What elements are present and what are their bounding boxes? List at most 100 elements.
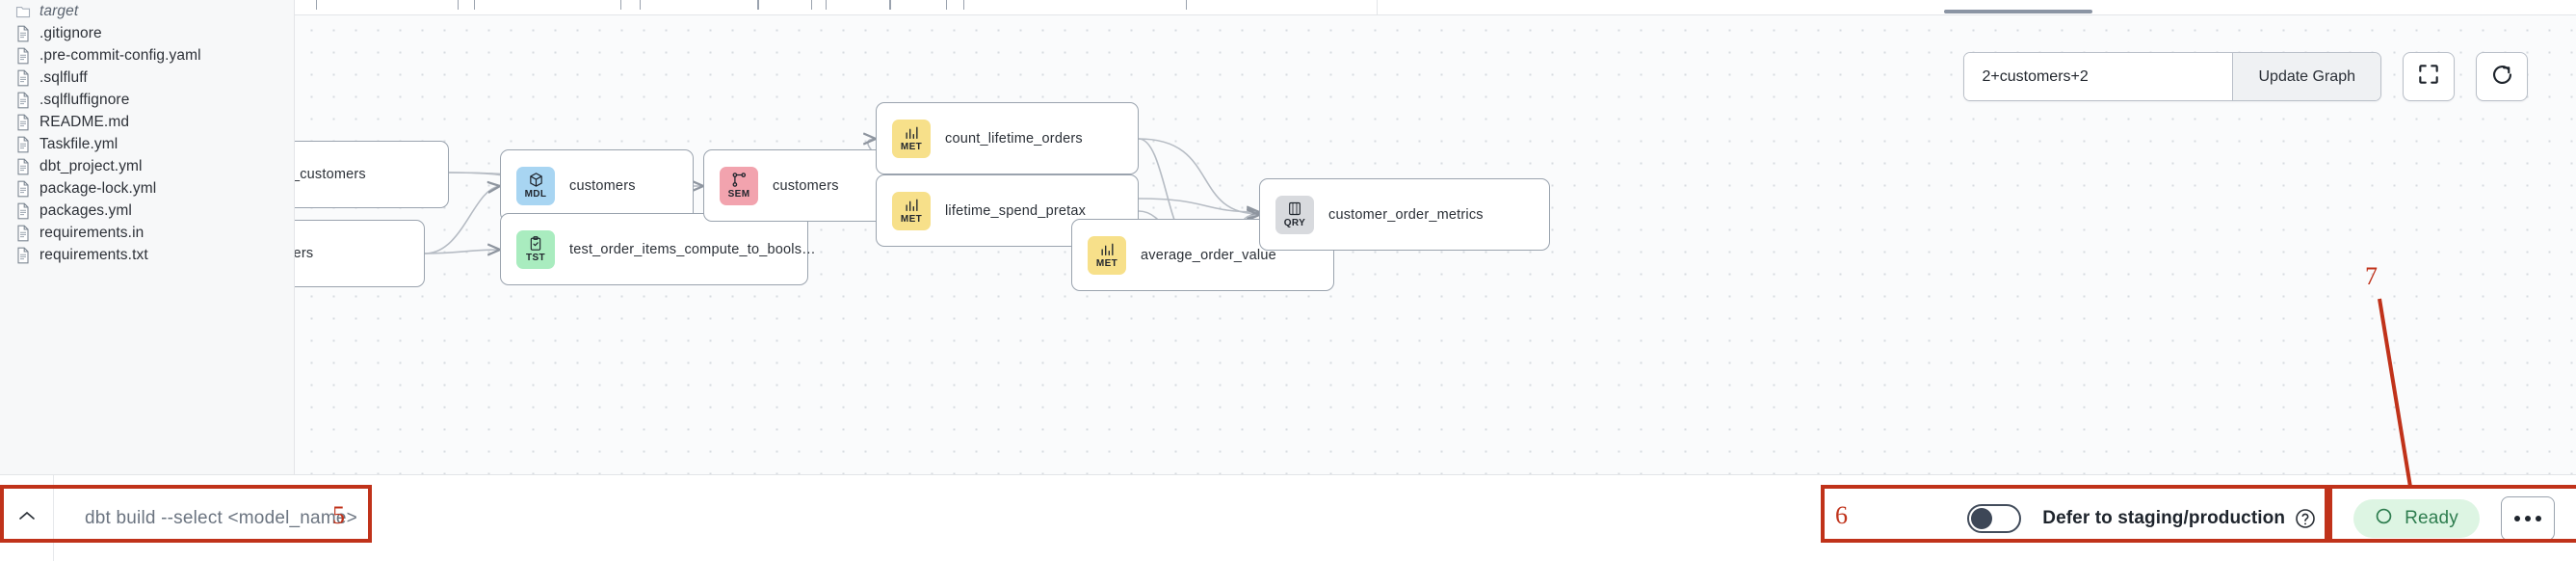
cube-icon xyxy=(528,172,544,188)
status-badge-label: Ready xyxy=(2405,507,2458,528)
file-row[interactable]: .gitignore xyxy=(0,22,294,44)
node-type-label: MET xyxy=(1095,257,1118,269)
node-label: count_lifetime_orders xyxy=(945,130,1083,147)
file-icon xyxy=(15,25,31,42)
file-name: requirements.in xyxy=(39,224,145,241)
graph-toolbar: Update Graph xyxy=(1963,52,2528,101)
graph-node[interactable]: QRY customer_order_metrics xyxy=(1259,178,1550,251)
file-icon xyxy=(15,247,31,264)
node-type-label: QRY xyxy=(1283,218,1306,228)
editor-tab-strip[interactable] xyxy=(295,0,2576,15)
node-type-label: TST xyxy=(525,253,546,263)
defer-toggle-label: Defer to staging/production xyxy=(2042,507,2286,528)
tab-stub[interactable] xyxy=(474,0,621,10)
command-collapse-button[interactable] xyxy=(0,474,54,561)
status-bar: dbt build --select <model_name> Defer to… xyxy=(0,474,2576,561)
node-type-label: MET xyxy=(900,141,923,152)
graph-node[interactable]: TST test_order_items_compute_to_bools… xyxy=(500,213,816,285)
node-label: customer_order_metrics xyxy=(1328,206,1484,223)
tab-stub[interactable] xyxy=(963,0,1187,10)
file-icon xyxy=(15,180,31,198)
graph-node[interactable]: stg_customers xyxy=(295,141,449,208)
update-graph-button[interactable]: Update Graph xyxy=(2232,53,2380,100)
status-bar-right: Defer to staging/production Ready xyxy=(1967,475,2576,561)
file-row[interactable]: Taskfile.yml xyxy=(0,133,294,155)
file-row[interactable]: packages.yml xyxy=(0,200,294,222)
tab-stub[interactable] xyxy=(316,0,459,10)
file-name: packages.yml xyxy=(39,201,132,219)
graph-node[interactable]: orders xyxy=(295,220,425,287)
defer-toggle-knob xyxy=(1971,507,1993,529)
tab-strip-divider xyxy=(1377,0,1378,15)
file-icon xyxy=(15,69,31,87)
file-icon xyxy=(15,114,31,131)
tab-stub[interactable] xyxy=(758,0,812,10)
node-type-badge-mdl: MDL xyxy=(516,166,555,205)
bar-chart-icon xyxy=(904,125,920,141)
file-row[interactable]: README.md xyxy=(0,111,294,133)
file-name: .pre-commit-config.yaml xyxy=(39,46,201,64)
file-icon xyxy=(15,225,31,242)
tab-stub[interactable] xyxy=(890,0,947,10)
node-type-label: SEM xyxy=(727,189,750,200)
command-hint-text[interactable]: dbt build --select <model_name> xyxy=(85,507,357,528)
file-name: requirements.txt xyxy=(39,246,148,263)
tab-stub[interactable] xyxy=(640,0,758,10)
query-icon xyxy=(1287,200,1302,217)
graph-node[interactable]: MET count_lifetime_orders xyxy=(876,102,1139,174)
file-icon xyxy=(15,202,31,220)
chevron-up-icon xyxy=(16,508,38,528)
node-label: test_order_items_compute_to_bools… xyxy=(569,241,816,257)
node-label: average_order_value xyxy=(1141,247,1276,263)
semantic-icon xyxy=(731,172,748,188)
bar-chart-icon xyxy=(1099,242,1116,257)
graph-search-input[interactable] xyxy=(1964,53,2233,100)
file-name: .sqlfluffignore xyxy=(39,91,130,108)
file-name: .gitignore xyxy=(39,24,102,41)
status-badge-ready: Ready xyxy=(2353,498,2480,538)
refresh-icon xyxy=(2489,62,2515,93)
file-row[interactable]: package-lock.yml xyxy=(0,177,294,200)
file-row[interactable]: .sqlfluffignore xyxy=(0,89,294,111)
node-label: orders xyxy=(295,246,314,261)
file-row[interactable]: .pre-commit-config.yaml xyxy=(0,44,294,67)
node-type-label: MDL xyxy=(524,189,547,200)
graph-node[interactable]: MDL customers xyxy=(500,149,694,222)
node-type-badge-met: MET xyxy=(892,191,931,230)
file-row[interactable]: requirements.txt xyxy=(0,244,294,266)
node-type-badge-met: MET xyxy=(1088,235,1126,275)
ellipsis-icon xyxy=(2514,515,2541,521)
file-name: Taskfile.yml xyxy=(39,135,118,152)
defer-toggle[interactable] xyxy=(1967,503,2022,533)
file-row[interactable]: target xyxy=(0,0,294,22)
file-name: .sqlfluff xyxy=(39,68,88,86)
refresh-button[interactable] xyxy=(2476,52,2528,101)
file-explorer[interactable]: target .gitignore .pre-commit-config.yaml.… xyxy=(0,0,295,474)
fit-to-screen-button[interactable] xyxy=(2403,52,2455,101)
graph-search-group[interactable]: Update Graph xyxy=(1963,52,2381,101)
file-name: dbt_project.yml xyxy=(39,157,143,174)
more-options-button[interactable] xyxy=(2501,495,2555,541)
node-type-badge-sem: SEM xyxy=(720,166,758,205)
file-icon xyxy=(15,136,31,153)
node-label: customers xyxy=(569,177,636,194)
file-row[interactable]: dbt_project.yml xyxy=(0,155,294,177)
node-type-badge-tst: TST xyxy=(516,229,555,269)
node-type-badge-met: MET xyxy=(892,119,931,158)
file-row[interactable]: .sqlfluff xyxy=(0,67,294,89)
bar-chart-icon xyxy=(904,198,920,213)
question-circle-icon[interactable] xyxy=(2294,507,2317,530)
node-type-label: MET xyxy=(900,213,923,225)
node-type-badge-qry: QRY xyxy=(1275,195,1314,234)
file-row[interactable]: requirements.in xyxy=(0,222,294,244)
file-icon xyxy=(15,158,31,175)
file-icon xyxy=(15,47,31,65)
file-name: package-lock.yml xyxy=(39,179,157,197)
file-icon xyxy=(15,92,31,109)
tab-stub[interactable] xyxy=(826,0,890,10)
